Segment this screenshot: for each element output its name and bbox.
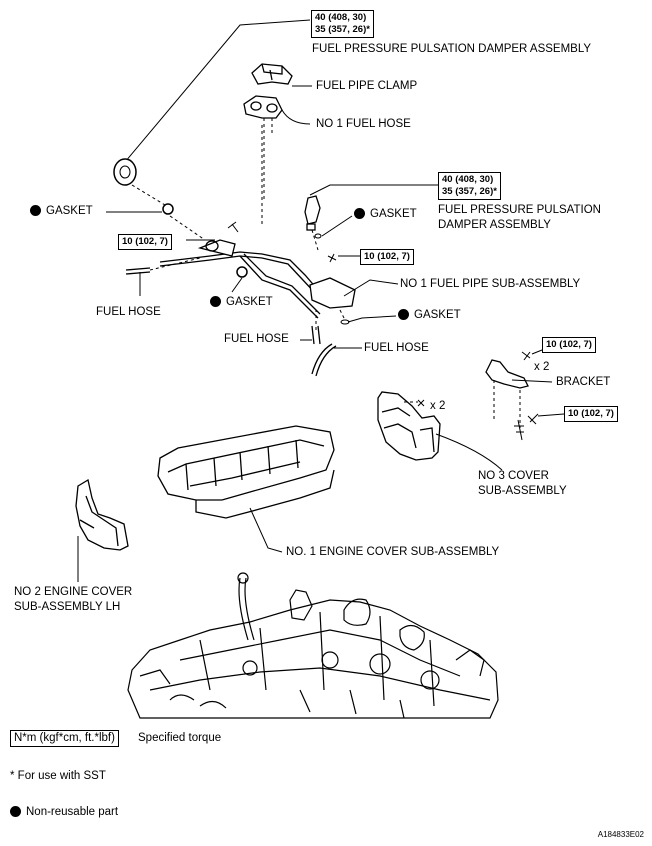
non-reusable-dot-icon — [30, 205, 41, 216]
label-no2-engine-cover-1: NO 2 ENGINE COVER — [14, 586, 133, 598]
bracket-part — [485, 359, 529, 389]
fuel-hose-center-part — [311, 325, 321, 345]
non-reusable-dot-icon — [398, 309, 409, 320]
torque-value: 40 (408, 30) — [315, 12, 367, 23]
label-gasket-right: GASKET — [354, 208, 417, 221]
label-fuel-hose-left: FUEL HOSE — [96, 306, 161, 318]
label-fuel-hose-right: FUEL HOSE — [364, 342, 429, 354]
gasket-lower-part — [340, 319, 350, 325]
torque-box-damper-top: 40 (408, 30) 35 (357, 26)* — [311, 10, 374, 38]
fuel-pipe-part — [159, 239, 356, 319]
non-reusable-dot-icon — [10, 806, 21, 817]
no2-engine-cover-part — [75, 478, 129, 551]
no1-engine-cover-part — [157, 425, 335, 519]
label-no3-cover-1: NO 3 COVER — [478, 470, 549, 482]
label-gasket-left: GASKET — [30, 205, 93, 218]
fuel-hose-right-part — [311, 343, 337, 377]
bolt-center — [327, 253, 337, 263]
non-reusable-dot-icon — [210, 296, 221, 307]
label-no1-engine-cover: NO. 1 ENGINE COVER SUB-ASSEMBLY — [286, 546, 500, 558]
non-reusable-dot-icon — [354, 208, 365, 219]
legend-torque-desc: Specified torque — [138, 732, 222, 744]
gasket-text: GASKET — [226, 296, 273, 308]
gasket-center-part — [236, 266, 248, 278]
label-no3-cover-2: SUB-ASSEMBLY — [478, 485, 567, 497]
label-bracket: BRACKET — [556, 376, 611, 388]
torque-box-left-bolt: 10 (102, 7) — [118, 234, 172, 250]
torque-box-cover3-bolt: 10 (102, 7) — [564, 406, 618, 422]
leader-damper-top — [119, 19, 311, 169]
label-gasket-center: GASKET — [210, 296, 273, 309]
torque-box-center-bolt: 10 (102, 7) — [360, 249, 414, 265]
legend-torque-unit-box: N*m (kgf*cm, ft.*lbf) — [10, 730, 119, 747]
fuel-hose-left-part — [125, 267, 151, 275]
label-x2-bracket: x 2 — [534, 361, 550, 373]
gasket-text: GASKET — [414, 309, 461, 321]
legend-non-reusable: Non-reusable part — [10, 806, 118, 819]
torque-box-damper-right: 40 (408, 30) 35 (357, 26)* — [438, 172, 501, 200]
legend-sst-note: * For use with SST — [10, 770, 106, 782]
legend-non-reusable-text: Non-reusable part — [26, 806, 119, 818]
torque-value: 40 (408, 30) — [442, 174, 494, 185]
label-fuel-pipe-clamp: FUEL PIPE CLAMP — [316, 80, 418, 92]
torque-value: 10 (102, 7) — [568, 408, 614, 419]
torque-value: 10 (102, 7) — [122, 236, 168, 247]
label-damper-right-2: DAMPER ASSEMBLY — [438, 219, 551, 231]
gasket-right-part — [314, 233, 322, 239]
label-damper-top: FUEL PRESSURE PULSATION DAMPER ASSEMBLY — [312, 43, 592, 55]
label-fuel-pipe-sub: NO 1 FUEL PIPE SUB-ASSEMBLY — [400, 278, 581, 290]
label-no1-fuel-hose: NO 1 FUEL HOSE — [316, 118, 411, 130]
figure-code: A184833E02 — [597, 830, 644, 839]
torque-value: 10 (102, 7) — [546, 339, 592, 350]
gasket-left-part — [162, 203, 174, 215]
engine-block-art — [127, 572, 499, 719]
label-no2-engine-cover-2: SUB-ASSEMBLY LH — [14, 601, 121, 613]
torque-value: 10 (102, 7) — [364, 251, 410, 262]
torque-box-bracket-bolt: 10 (102, 7) — [542, 337, 596, 353]
damper-part-right — [304, 195, 321, 231]
no3-cover-part — [377, 391, 441, 461]
gasket-text: GASKET — [46, 205, 93, 217]
fuel-pipe-clamp-part — [251, 63, 293, 85]
gasket-text: GASKET — [370, 208, 417, 220]
no1-fuel-hose-part — [243, 95, 283, 119]
label-damper-right-1: FUEL PRESSURE PULSATION — [438, 204, 601, 216]
torque-value: 35 (357, 26)* — [315, 24, 370, 35]
damper-part-left — [113, 158, 137, 186]
label-gasket-lower: GASKET — [398, 309, 461, 322]
torque-value: 35 (357, 26)* — [442, 186, 497, 197]
label-fuel-hose-center: FUEL HOSE — [224, 333, 289, 345]
label-x2-cover: x 2 — [430, 400, 446, 412]
bolt-left — [227, 221, 239, 233]
